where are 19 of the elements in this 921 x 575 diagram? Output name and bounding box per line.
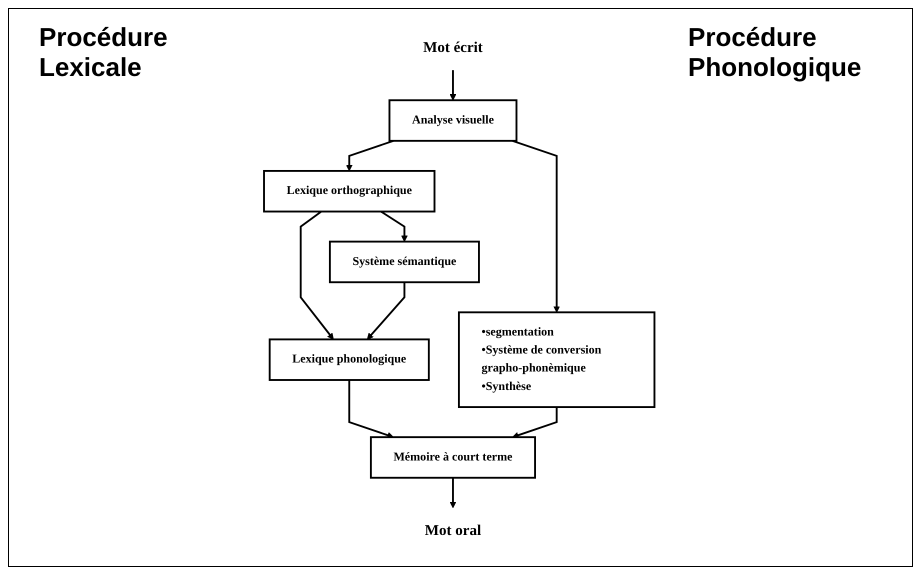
heading-label: Procédure Phonologique: [688, 23, 862, 83]
arrow: [449, 478, 456, 508]
node-box: Système sémantique: [328, 240, 480, 284]
arrow: [449, 70, 456, 101]
arrow: [366, 282, 406, 340]
node-box: Lexique phonologique: [268, 338, 430, 381]
heading-label: Procédure Lexicale: [39, 23, 169, 83]
node-box: Mémoire à court terme: [370, 436, 536, 479]
node-text: Mot oral: [424, 522, 481, 539]
node-box: •segmentation •Système de conversion grapho-phonèmique •Synthèse: [458, 311, 656, 408]
node-box: Lexique orthographique: [262, 170, 436, 212]
arrow: [380, 210, 408, 242]
arrow: [346, 140, 394, 172]
arrow: [348, 380, 394, 438]
arrow: [512, 140, 560, 313]
arrow: [512, 407, 558, 438]
node-text: Mot écrit: [422, 39, 483, 56]
node-box: Analyse visuelle: [388, 99, 518, 142]
arrow: [300, 210, 334, 340]
